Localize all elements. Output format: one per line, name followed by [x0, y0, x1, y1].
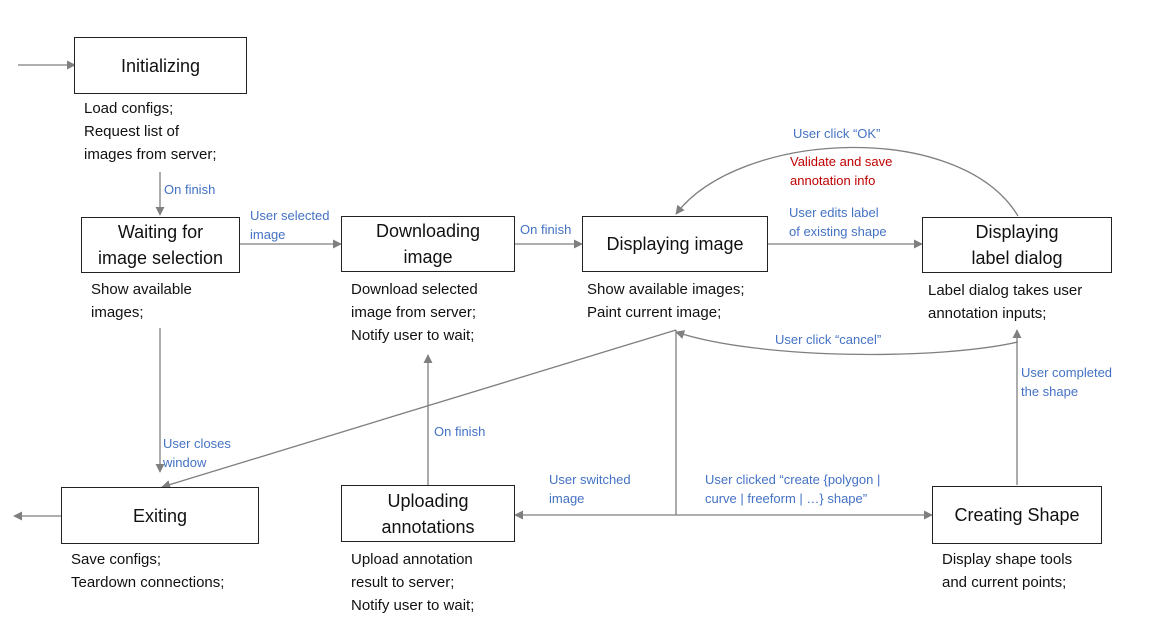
state-downloading-image: Downloading image — [341, 216, 515, 272]
label-user-switched-image: User switched image — [549, 472, 631, 506]
note-waiting: Show available images; — [91, 281, 192, 321]
label-user-completed-shape: User completed the shape — [1021, 365, 1113, 399]
label-user-click-cancel: User click “cancel” — [775, 332, 882, 347]
label-init-on-finish: On finish — [164, 182, 216, 197]
note-displaying-image: Show available images; Paint current ima… — [587, 281, 745, 321]
state-uploading-annotations: Uploading annotations — [341, 485, 515, 542]
arrow-displaying-to-exiting — [161, 329, 677, 489]
note-exiting: Save configs; Teardown connections; — [71, 551, 225, 591]
note-label-dialog: Label dialog takes user annotation input… — [928, 282, 1083, 322]
label-upload-on-finish: On finish — [434, 424, 486, 439]
state-initializing: Initializing — [74, 37, 247, 94]
note-initializing: Load configs; Request list of images fro… — [84, 100, 217, 163]
state-creating-shape: Creating Shape — [932, 486, 1102, 544]
note-uploading: Upload annotation result to server; Noti… — [351, 551, 475, 614]
state-displaying-image: Displaying image — [582, 216, 768, 272]
label-user-edits-label: User edits label of existing shape — [789, 205, 887, 239]
label-download-on-finish: On finish — [520, 222, 572, 237]
note-downloading: Download selected image from server; Not… — [351, 281, 478, 344]
state-displaying-label-dialog: Displaying label dialog — [922, 217, 1112, 273]
arrow-label-dialog-cancel-to-displaying — [675, 330, 1019, 356]
label-user-clicked-create-shape: User clicked “create {polygon | curve | … — [705, 472, 881, 506]
note-creating-shape: Display shape tools and current points; — [942, 551, 1073, 591]
label-validate-and-save: Validate and save annotation info — [790, 154, 893, 188]
arrow-label-dialog-ok-to-displaying — [675, 146, 1019, 217]
label-user-click-ok: User click “OK” — [793, 126, 881, 141]
state-waiting-for-image-selection: Waiting for image selection — [81, 217, 240, 273]
label-user-closes-window: User closes window — [163, 436, 231, 470]
state-exiting: Exiting — [61, 487, 259, 544]
label-user-selected-image: User selected image — [250, 208, 330, 242]
